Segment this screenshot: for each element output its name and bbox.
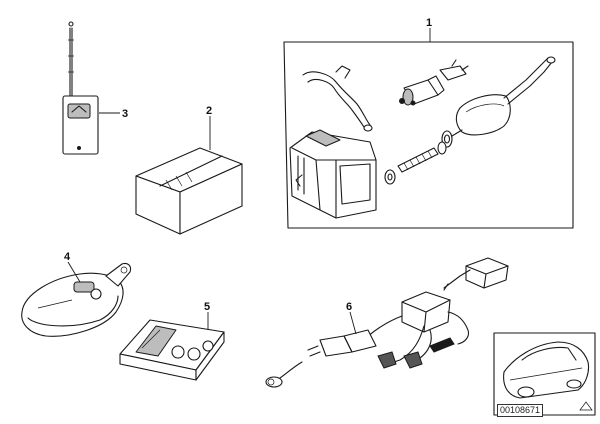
part-group-3-remote-receiver (62, 21, 99, 155)
exhaust-silencer (441, 56, 556, 148)
callout-6: 6 (346, 301, 352, 313)
part-group-5-holder-tray (119, 319, 225, 381)
vehicle-thumbnail (493, 332, 596, 416)
heater-unit (289, 129, 377, 219)
part-group-4-remote-control (21, 262, 132, 337)
leader-line-4 (67, 261, 81, 283)
callout-1: 1 (426, 17, 432, 29)
callout-2: 2 (206, 105, 212, 117)
part-group-2-box (135, 147, 243, 235)
fuel-pump (399, 59, 469, 106)
part-group-6-cable-harness (265, 257, 509, 388)
part-group-1-auxiliary-heater-kit (283, 41, 574, 229)
callout-5: 5 (204, 301, 210, 313)
leader-line-6 (349, 311, 357, 335)
diagram-id-label: 00108671 (497, 404, 544, 417)
callout-4: 4 (64, 251, 71, 263)
callout-3: 3 (122, 108, 128, 120)
flexible-pipe (384, 141, 447, 185)
fuel-hose (302, 65, 373, 132)
